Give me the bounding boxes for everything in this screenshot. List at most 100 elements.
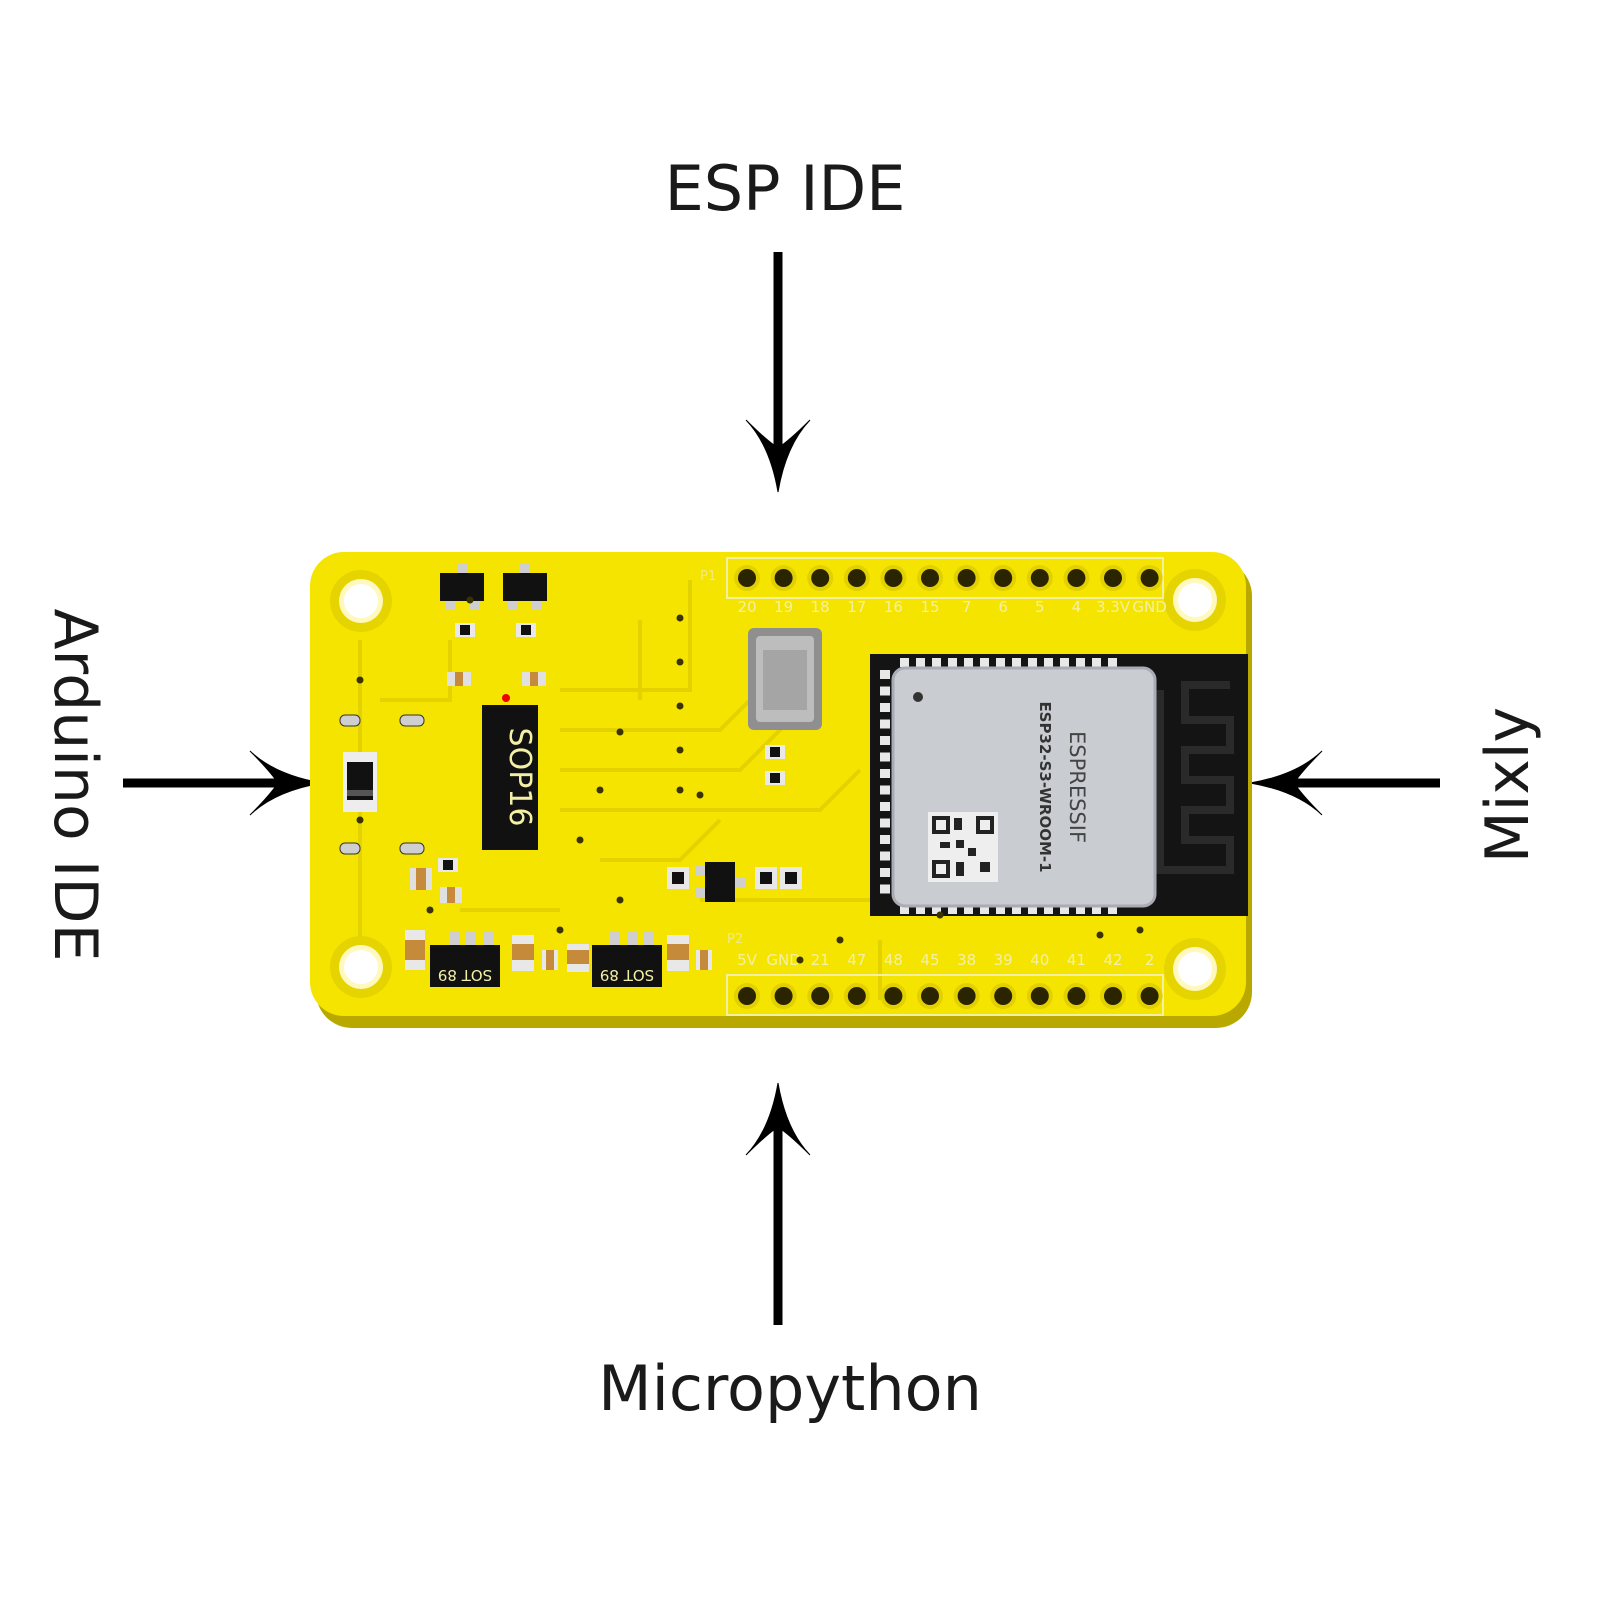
p1-pin-label: GND [1132, 598, 1166, 616]
label-esp-ide: ESP IDE [665, 152, 906, 225]
module-pad [880, 686, 890, 696]
p1-pin-label: 5 [1035, 598, 1045, 616]
via [1096, 931, 1104, 939]
sot89-label-1: SOT 89 [438, 966, 492, 984]
module-pad [880, 785, 890, 795]
module-pad [948, 658, 957, 667]
p2-pin-label: 5V [737, 951, 758, 969]
module-pad [900, 658, 909, 667]
via [676, 614, 684, 622]
module-pad [880, 835, 890, 844]
header-p2-id: P2 [727, 932, 743, 947]
module-pad [932, 658, 941, 667]
module-pad [916, 905, 925, 914]
p1-pin-label: 17 [847, 598, 866, 616]
p2-pin-label: 38 [957, 951, 976, 969]
label-arduino-ide: Arduino IDE [40, 608, 110, 961]
arrow-right [1249, 750, 1440, 816]
module-model: ESP32-S3-WROOM-1 [1036, 701, 1054, 872]
module-pad [1108, 905, 1117, 914]
module-pad [1092, 905, 1101, 914]
p2-pin-label: 42 [1103, 951, 1122, 969]
module-pad [964, 658, 973, 667]
header-p2-outline [726, 974, 1164, 1016]
mounting-hole-br [1164, 938, 1226, 1000]
p2-pin-hole [811, 987, 830, 1005]
module-pad [1076, 905, 1085, 914]
module-pad [880, 851, 890, 861]
p1-pin-hole [811, 569, 830, 587]
usb-pads [339, 714, 425, 855]
module-pad [1044, 905, 1053, 914]
p2-pin-hole [994, 987, 1013, 1005]
p1-pin-hole [774, 569, 793, 587]
label-mixly: Mixly [1473, 707, 1543, 863]
module-pad [1028, 905, 1037, 914]
p1-pin-hole [847, 569, 866, 587]
p1-pin-label: 15 [920, 598, 939, 616]
p1-pin-hole [994, 569, 1013, 587]
via [596, 786, 604, 794]
arrow-top [745, 252, 811, 493]
p2-pin-label: 21 [811, 951, 830, 969]
fpc-connector [748, 628, 822, 730]
p2-pin-hole [1140, 987, 1159, 1005]
via [796, 956, 804, 964]
pcb-vias [356, 596, 1144, 964]
via [356, 816, 364, 824]
module-pad [916, 658, 925, 667]
module-pad [1060, 658, 1069, 667]
module-pad [880, 769, 890, 778]
p2-pin-hole [921, 987, 939, 1005]
p2-pin-label: 47 [847, 951, 866, 969]
module-pad [980, 905, 989, 914]
via [936, 911, 944, 919]
p1-pin-hole [957, 569, 976, 587]
sot89-label-2: SOT 89 [600, 966, 654, 984]
p1-pin-hole [738, 569, 756, 587]
antenna-trace [1156, 681, 1234, 874]
via [676, 746, 684, 754]
p2-pin-hole [1030, 987, 1049, 1005]
p2-pin-label: GND [766, 951, 800, 969]
sot89-regulator-2: SOT 89 [592, 931, 662, 987]
transistor-q2 [503, 563, 547, 610]
p1-pin-label: 20 [737, 598, 756, 616]
p1-pin-hole [884, 569, 903, 587]
p2-pin-label: 48 [884, 951, 903, 969]
p2-pin-hole [847, 987, 866, 1005]
module-pad [880, 736, 890, 745]
p1-pin-hole [1030, 569, 1049, 587]
module-pad [1108, 658, 1117, 667]
module-pad [996, 658, 1005, 667]
sop16-label: SOP16 [502, 728, 537, 827]
transistor-q-mid [696, 862, 745, 902]
module-pad [880, 818, 890, 828]
p2-pin-hole [774, 987, 793, 1005]
p1-pin-label: 4 [1072, 598, 1082, 616]
transistor-q1 [440, 563, 484, 610]
p2-pin-label: 40 [1030, 951, 1049, 969]
p1-pin-label: 16 [884, 598, 903, 616]
module-pad [1076, 658, 1085, 667]
via [696, 791, 704, 799]
arrow-bottom [745, 1082, 811, 1325]
via [426, 906, 434, 914]
p1-pin-label: 6 [998, 598, 1008, 616]
via [836, 936, 844, 944]
module-pad [880, 719, 890, 729]
header-p1-outline [726, 557, 1164, 599]
via [676, 786, 684, 794]
via [576, 836, 584, 844]
esp32-module: ESP32-S3-WROOM-1 ESPRESSIF [870, 654, 1248, 916]
module-pad [1044, 658, 1053, 667]
module-pad [880, 868, 890, 877]
module-pad [996, 905, 1005, 914]
module-pad [964, 905, 973, 914]
p2-pin-hole [738, 987, 756, 1005]
p1-pin-label: 18 [811, 598, 830, 616]
module-pad [980, 658, 989, 667]
p2-pin-label: 45 [920, 951, 939, 969]
